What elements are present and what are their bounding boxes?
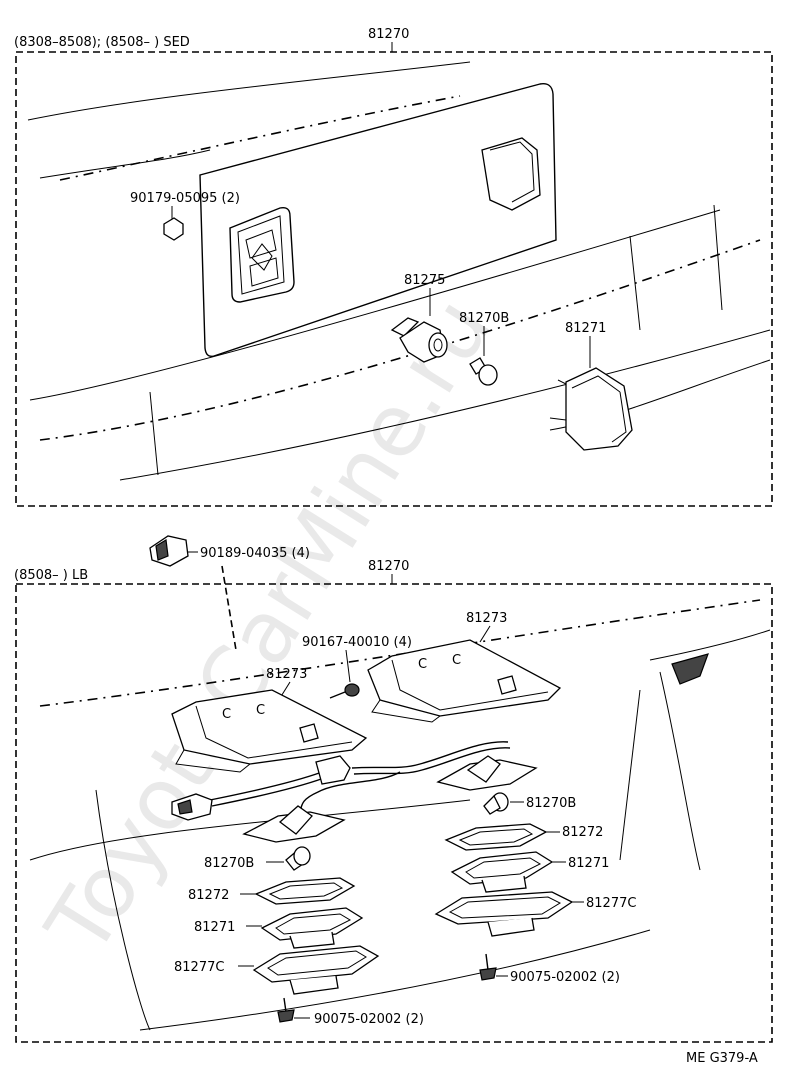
lb-lens-right	[450, 851, 554, 893]
sed-body-line	[119, 329, 771, 481]
lb-cover-left-label: 81277C	[174, 960, 224, 975]
lb-screw-top	[329, 683, 360, 699]
sed-socket-label: 81275	[404, 273, 445, 288]
lb-housing-left: C C	[171, 689, 368, 773]
sed-body-line	[59, 95, 461, 181]
lb-body-line	[95, 789, 151, 1031]
lb-housing-right: C C	[367, 639, 562, 723]
figure-code: ME G379-A	[686, 1051, 758, 1066]
lb-gasket-right	[444, 823, 548, 851]
lb-body-line	[29, 799, 471, 861]
lb-lens-left	[260, 907, 364, 949]
lb-connector-part	[149, 535, 189, 567]
sed-body-line	[39, 239, 761, 441]
lb-assembly-number: 81270	[368, 559, 409, 574]
sed-body-line	[27, 61, 471, 121]
svg-text:C: C	[256, 703, 265, 718]
lb-socket-right	[436, 755, 538, 791]
lb-header: (8508– ) LB	[14, 568, 88, 583]
lb-outside-label: 90189-04035 (4)	[200, 546, 310, 561]
lb-body-line	[39, 599, 761, 707]
lb-housing-left-label: 81273	[266, 667, 307, 682]
lb-body-line	[671, 653, 709, 685]
lb-body-line	[659, 671, 701, 871]
lb-body-line	[139, 929, 651, 1031]
sed-assembly-number: 81270	[368, 27, 409, 42]
sed-bulb-label: 81270B	[459, 311, 509, 326]
lb-cover-left	[252, 945, 380, 995]
lb-screw-top-label: 90167-40010 (4)	[302, 635, 412, 650]
lb-body-line	[619, 689, 641, 861]
sed-emblem	[229, 206, 295, 303]
svg-text:C: C	[418, 657, 427, 672]
sed-bolt	[163, 217, 184, 241]
sed-body-line	[629, 235, 641, 331]
sed-boundary	[15, 51, 773, 507]
lb-screw-left	[277, 997, 295, 1023]
lb-lens-left-label: 81271	[194, 920, 235, 935]
lb-housing-right-label: 81273	[466, 611, 507, 626]
watermark: ToyotaCarMine.ru	[27, 281, 510, 972]
sed-plate-panel	[199, 83, 557, 358]
lb-screw-left-label: 90075-02002 (2)	[314, 1012, 424, 1027]
lb-gasket-left-label: 81272	[188, 888, 229, 903]
svg-text:C: C	[222, 707, 231, 722]
lb-body-line	[649, 629, 771, 661]
lb-socket-left	[242, 805, 346, 843]
lb-gasket-right-label: 81272	[562, 825, 603, 840]
lb-bulb-left-label: 81270B	[204, 856, 254, 871]
lb-bulb-right-label: 81270B	[526, 796, 576, 811]
lb-screw-right-label: 90075-02002 (2)	[510, 970, 620, 985]
lb-cover-right	[434, 891, 574, 937]
lb-screw-right	[479, 953, 497, 981]
sed-bolt-label: 90179-05095 (2)	[130, 191, 240, 206]
lb-gasket-left	[254, 877, 356, 905]
lb-lens-right-label: 81271	[568, 856, 609, 871]
lb-bulb-right	[483, 792, 509, 815]
lb-boundary	[15, 583, 773, 1043]
sed-body-line	[149, 391, 159, 476]
sed-bulb	[469, 357, 498, 386]
lb-wire-harness	[171, 741, 511, 821]
sed-body-line	[29, 209, 721, 401]
sed-body-line	[39, 149, 211, 179]
sed-panel-lamp	[481, 137, 541, 211]
sed-socket	[390, 317, 448, 363]
lb-cover-right-label: 81277C	[586, 896, 636, 911]
svg-text:C: C	[452, 653, 461, 668]
sed-lamp-label: 81271	[565, 321, 606, 336]
sed-license-lamp	[549, 367, 633, 451]
sed-header: (8308–8508); (8508– ) SED	[14, 35, 190, 50]
lb-bulb-left	[285, 846, 311, 871]
sed-body-line	[713, 204, 723, 311]
